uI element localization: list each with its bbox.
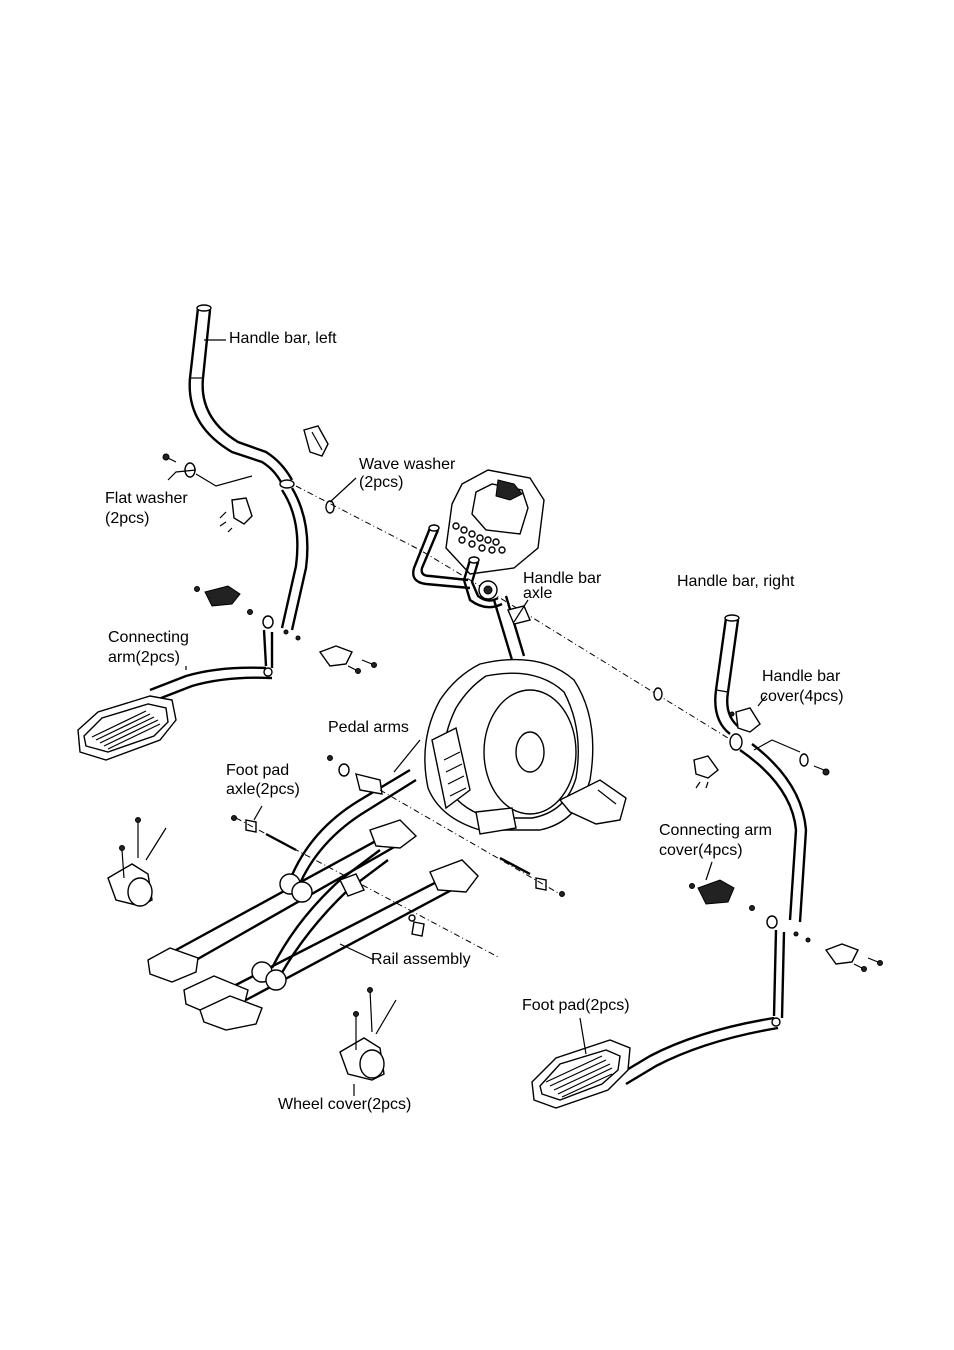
label-handle-bar-cover-qty: cover(4pcs) xyxy=(760,688,844,705)
handle-bar-left xyxy=(188,304,309,631)
rail-assembly xyxy=(147,819,479,1031)
label-flat-washer-qty: (2pcs) xyxy=(105,510,150,527)
label-connecting-arm-cover-qty: cover(4pcs) xyxy=(659,842,743,859)
label-wheel-cover: Wheel cover(2pcs) xyxy=(278,1096,412,1113)
label-foot-pad-axle-qty: axle(2pcs) xyxy=(226,781,300,798)
pedal-arm-pivot-hardware xyxy=(327,755,383,795)
connecting-arm-cover-left-upper xyxy=(194,585,241,607)
label-connecting-arm-cover: Connecting arm xyxy=(659,822,772,839)
label-connecting-arm: Connecting xyxy=(108,629,189,646)
wave-washer-right xyxy=(653,687,663,701)
foot-pad-left xyxy=(77,695,177,761)
label-rail-assembly: Rail assembly xyxy=(371,951,471,968)
label-wave-washer-qty: (2pcs) xyxy=(359,474,404,491)
main-body-shroud xyxy=(424,658,594,835)
label-pedal-arms: Pedal arms xyxy=(328,719,409,736)
pedal-arm-left xyxy=(270,768,417,977)
label-handle-bar-left: Handle bar, left xyxy=(229,330,337,347)
handle-bar-cover-left-upper xyxy=(303,425,329,457)
label-handle-bar-right: Handle bar, right xyxy=(677,573,795,590)
handle-bar-right xyxy=(714,614,808,923)
static-handlebar xyxy=(412,524,503,609)
wave-washer-left xyxy=(325,500,335,514)
label-foot-pad-axle: Foot pad xyxy=(226,762,290,779)
label-handle-bar-axle-line2: axle xyxy=(523,585,553,602)
leader-lines xyxy=(167,339,767,1096)
label-handle-bar-cover: Handle bar xyxy=(762,668,841,685)
handle-bar-cover-left-lower xyxy=(219,497,253,533)
foot-pad-axle-left xyxy=(231,815,501,959)
foot-pad-right xyxy=(531,1039,631,1109)
console-mast xyxy=(492,595,531,661)
console xyxy=(445,469,545,575)
flat-washer-left xyxy=(162,453,253,487)
right-arm-pivot-hardware xyxy=(749,905,811,943)
connecting-arm-cover-left-lower xyxy=(318,645,377,674)
connecting-arm-cover-right-lower xyxy=(824,943,883,972)
label-handle-bar-axle: Handle bar xyxy=(523,570,602,587)
rear-stabilizer xyxy=(558,779,627,825)
label-foot-pad: Foot pad(2pcs) xyxy=(522,997,630,1014)
pedal-wheels xyxy=(251,873,313,991)
connecting-arm-left xyxy=(149,629,274,702)
label-connecting-arm-qty: arm(2pcs) xyxy=(108,649,181,666)
handle-bar-cover-right-upper xyxy=(729,707,761,733)
left-arm-pivot-hardware xyxy=(247,609,301,641)
label-wave-washer: Wave washer xyxy=(359,456,456,473)
wheel-cover-lower xyxy=(339,987,397,1081)
flat-washer-right xyxy=(753,739,830,776)
handle-bar-cover-right-lower xyxy=(693,755,719,789)
wheel-cover-upper xyxy=(107,817,167,907)
connecting-arm-cover-right-upper xyxy=(689,879,735,905)
label-flat-washer: Flat washer xyxy=(105,490,188,507)
foot-pad-axle-right xyxy=(379,789,565,897)
connecting-arm-right xyxy=(619,929,786,1086)
